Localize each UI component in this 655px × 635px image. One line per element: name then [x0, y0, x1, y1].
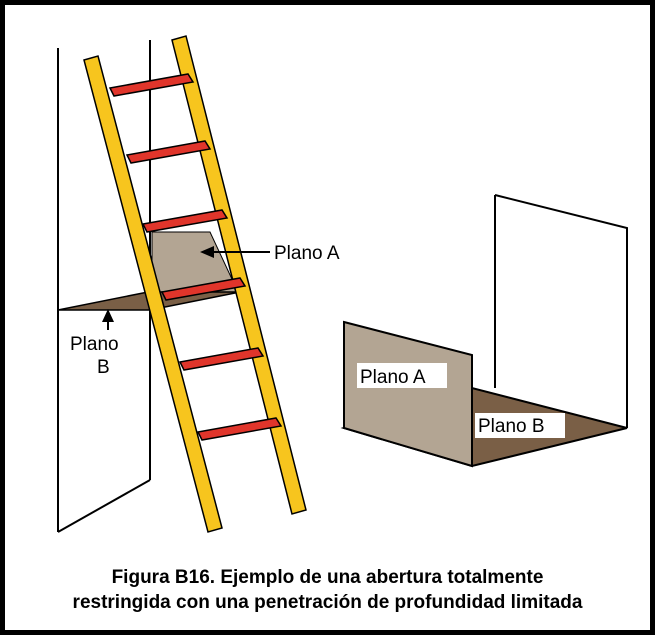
- ladder: [83, 35, 307, 533]
- arrow-plane-b: [102, 309, 114, 330]
- label-box-plane-b: [475, 413, 565, 438]
- label-plane-b-line2: B: [97, 357, 110, 378]
- ladder-rung: [141, 209, 229, 233]
- label-plane-b-right: Plano B: [478, 416, 545, 437]
- ladder-rung: [178, 347, 265, 371]
- label-plane-a-right: Plano A: [360, 367, 426, 388]
- ladder-rung: [196, 417, 283, 441]
- ladder-rung: [125, 140, 212, 164]
- ladder-rung: [160, 277, 247, 301]
- label-box-plane-a: [357, 363, 447, 388]
- label-plane-a-left: Plano A: [274, 243, 340, 264]
- plane-a-wall: [343, 320, 473, 468]
- arrow-plane-a: [200, 246, 270, 258]
- label-plane-b-line1: Plano: [70, 334, 119, 355]
- ladder-left-rail: [83, 55, 223, 533]
- caption-line-1: Figura B16. Ejemplo de una abertura tota…: [111, 567, 544, 588]
- figure-caption: Figura B16. Ejemplo de una abertura tota…: [0, 565, 655, 615]
- ladder-rung: [108, 73, 195, 97]
- caption-line-2: restringida con una penetración de profu…: [72, 592, 583, 613]
